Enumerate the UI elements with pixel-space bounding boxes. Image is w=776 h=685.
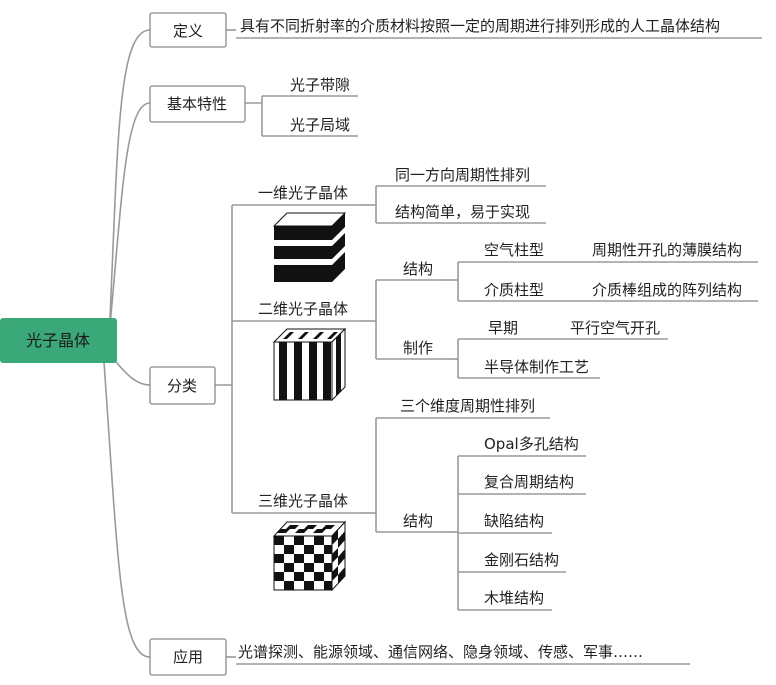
two-d-air-column-desc: 周期性开孔的薄膜结构	[592, 241, 742, 259]
one-d-label: 一维光子晶体	[258, 184, 348, 202]
three-d-item-periodic: 三个维度周期性排列	[400, 397, 535, 415]
root-node[interactable]: 光子晶体	[0, 318, 117, 363]
property-band-gap: 光子带隙	[290, 76, 350, 94]
three-d-label: 三维光子晶体	[258, 492, 348, 510]
three-d-crystal-illustration	[272, 520, 347, 592]
root-node-box	[0, 318, 117, 363]
two-d-structure-label: 结构	[403, 260, 433, 278]
applications-box	[149, 638, 227, 676]
two-d-air-column: 空气柱型	[484, 241, 544, 259]
branch-classification[interactable]: 分类	[149, 366, 216, 405]
definition-label: 定义	[173, 22, 203, 40]
two-d-early: 早期	[488, 319, 518, 337]
two-d-fabrication-label: 制作	[403, 339, 433, 357]
root-connectors	[103, 29, 151, 658]
branch-connectors	[215, 29, 762, 665]
classification-label: 分类	[167, 377, 197, 395]
applications-text: 光谱探测、能源领域、通信网络、隐身领域、传感、军事……	[238, 643, 643, 661]
branch-properties[interactable]: 基本特性	[149, 85, 246, 123]
two-d-dielectric-column-desc: 介质棒组成的阵列结构	[592, 281, 742, 299]
one-d-item-periodic: 同一方向周期性排列	[395, 166, 530, 184]
two-d-crystal-illustration	[272, 327, 347, 402]
applications-label: 应用	[173, 648, 203, 666]
properties-label: 基本特性	[167, 95, 227, 113]
classification-box	[149, 366, 216, 405]
one-d-item-simple: 结构简单，易于实现	[395, 203, 530, 221]
definition-box	[149, 12, 227, 48]
properties-box	[149, 85, 246, 123]
branch-definition[interactable]: 定义	[149, 12, 227, 48]
three-d-opal: Opal多孔结构	[484, 435, 579, 453]
property-localization: 光子局域	[290, 116, 350, 134]
two-d-dielectric-column: 介质柱型	[484, 281, 544, 299]
three-d-diamond: 金刚石结构	[484, 551, 559, 569]
three-d-structure-label: 结构	[403, 512, 433, 530]
one-d-crystal-illustration	[272, 212, 347, 282]
definition-text: 具有不同折射率的介质材料按照一定的周期进行排列形成的人工晶体结构	[240, 17, 720, 35]
three-d-composite: 复合周期结构	[484, 473, 574, 491]
three-d-woodpile: 木堆结构	[484, 589, 544, 607]
branch-applications[interactable]: 应用	[149, 638, 227, 676]
two-d-semiconductor: 半导体制作工艺	[484, 358, 589, 376]
two-d-label: 二维光子晶体	[258, 300, 348, 318]
three-d-defect: 缺陷结构	[484, 512, 544, 530]
root-label: 光子晶体	[26, 331, 90, 350]
two-d-early-desc: 平行空气开孔	[570, 319, 660, 337]
